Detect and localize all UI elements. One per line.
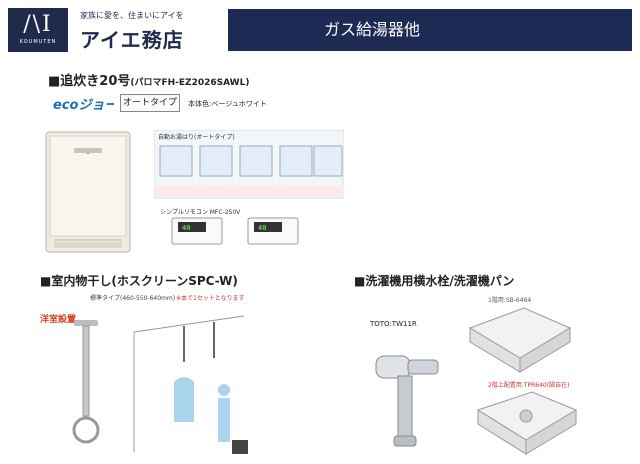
washer-pan-1f-label: 1階用:SB-6464 xyxy=(488,297,532,304)
company-logo: /\I KOUMUTEN xyxy=(8,8,68,52)
ceiling-hanger-image xyxy=(72,320,100,444)
flow-title: 自動お湯はり(オートタイプ) xyxy=(158,133,235,141)
eco-jozu-logo-icon: ecoジョーズ xyxy=(53,97,114,113)
water-heater-model: (パロマFH-EZ2026SAWL) xyxy=(130,78,250,88)
washer-pan-1f-image xyxy=(468,307,572,373)
section-indoor-drying-title: ■室内物干し(ホスクリーンSPC-W) xyxy=(40,274,238,288)
remote-display-1: 40 xyxy=(182,224,190,232)
section-washer-title: ■洗濯機用横水栓/洗濯機パン xyxy=(354,274,515,288)
remote-and-flow-panel: 自動お湯はり(オートタイプ) シンプルリモコン MFC-250V 40 40 xyxy=(154,130,344,245)
western-room-label: 洋室設置 xyxy=(40,315,77,325)
body-color-label: 本体色:ベージュホワイト xyxy=(188,100,267,108)
auto-type-badge: オートタイプ xyxy=(120,94,180,112)
remote-label: シンプルリモコン MFC-250V xyxy=(160,209,241,216)
washer-faucet-image xyxy=(375,355,439,447)
toto-faucet-label: TOTO:TW11R xyxy=(370,320,417,328)
logo-mark: /\I xyxy=(23,12,53,37)
company-name: アイエ務店 xyxy=(80,28,184,52)
header-band-title: ガス給湯器他 xyxy=(228,9,632,51)
eco-logo-text: ecoジョーズ xyxy=(53,97,114,113)
drying-room-diagram xyxy=(133,315,248,454)
indoor-drying-subtitle: 標準タイプ(460-550-640mm) xyxy=(90,295,176,302)
tagline: 家族に愛を、住まいにアイを xyxy=(80,11,184,20)
logo-subtext: KOUMUTEN xyxy=(19,39,57,45)
section-water-heater-title: ■追炊き20号(パロマFH-EZ2026SAWL) xyxy=(48,70,249,89)
water-heater-title-text: ■追炊き20号 xyxy=(48,74,131,89)
indoor-drying-note: ※本で1セットとなります xyxy=(176,295,245,302)
washer-pan-2f-image xyxy=(476,391,578,455)
water-heater-unit-image xyxy=(45,131,131,253)
washer-pan-2f-label: 2階上配置用:TPR640(脚自在) xyxy=(488,382,570,389)
remote-display-2: 40 xyxy=(258,224,266,232)
